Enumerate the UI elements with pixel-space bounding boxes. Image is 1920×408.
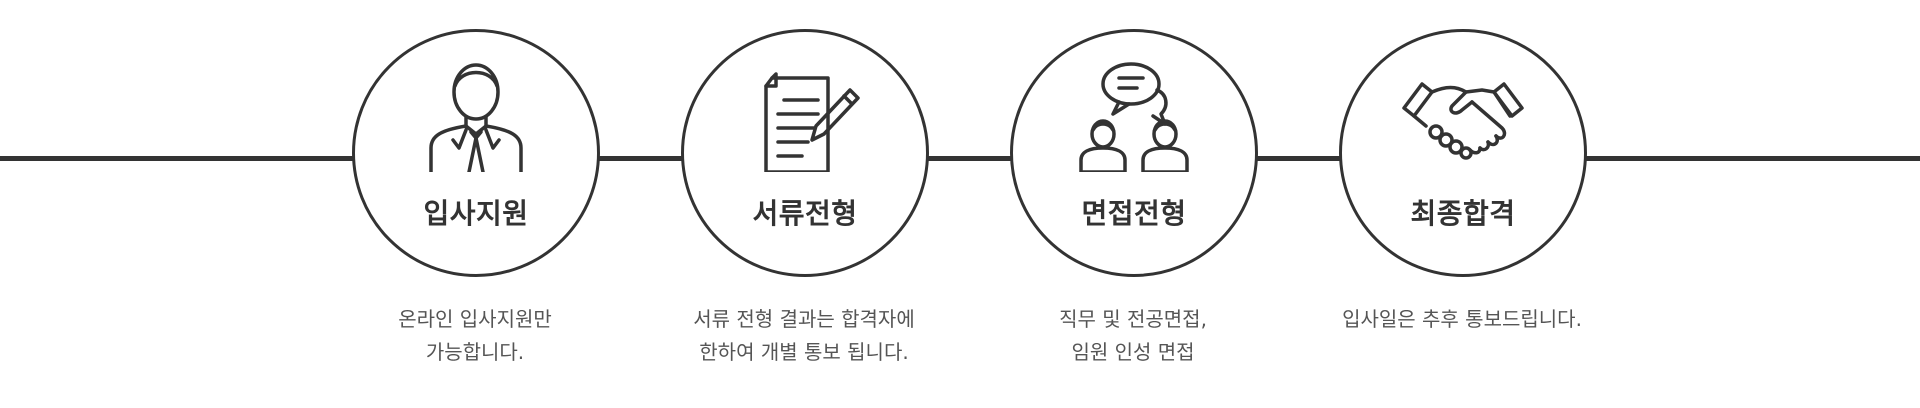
step-circle: 면접전형 [1010, 29, 1258, 277]
step-circle: 최종합격 [1339, 29, 1587, 277]
step-circle: 서류전형 [681, 29, 929, 277]
step-title: 입사지원 [423, 197, 529, 230]
step-description: 직무 및 전공면접, 임원 인성 면접 [1059, 307, 1207, 364]
step-apply: 입사지원 온라인 입사지원만 가능합니다. [350, 0, 600, 408]
interview-chat-icon [1079, 62, 1189, 172]
step-title: 최종합격 [1410, 197, 1516, 230]
step-description: 서류 전형 결과는 합격자에 한하여 개별 통보 됩니다. [693, 307, 915, 364]
document-edit-icon [764, 72, 860, 172]
step-documents: 서류전형 서류 전형 결과는 합격자에 한하여 개별 통보 됩니다. [679, 0, 929, 408]
step-title: 서류전형 [752, 197, 858, 230]
step-description: 입사일은 추후 통보드립니다. [1342, 307, 1582, 331]
handshake-icon [1402, 82, 1524, 160]
step-circle: 입사지원 [352, 29, 600, 277]
step-description: 온라인 입사지원만 가능합니다. [398, 307, 552, 364]
timeline-line [0, 156, 1920, 161]
applicant-icon [429, 63, 523, 172]
step-title: 면접전형 [1081, 197, 1187, 230]
step-interview: 면접전형 직무 및 전공면접, 임원 인성 면접 [1008, 0, 1258, 408]
step-final: 최종합격 입사일은 추후 통보드립니다. [1337, 0, 1587, 408]
